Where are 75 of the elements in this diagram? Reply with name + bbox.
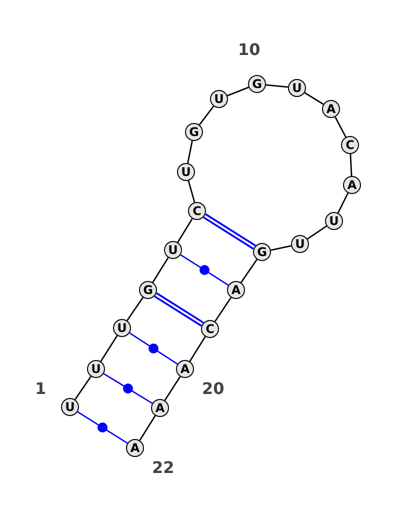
- position-number: 1: [35, 381, 46, 397]
- base-letter: G: [189, 126, 199, 138]
- backbone-line: [270, 245, 292, 251]
- base-letter: A: [231, 284, 241, 296]
- backbone-line: [227, 86, 249, 96]
- backbone-line: [100, 335, 118, 362]
- nucleotide-circle: [248, 75, 266, 93]
- backbone-line: [189, 336, 206, 362]
- nucleotide-circle: [139, 281, 157, 299]
- base-letter: C: [346, 139, 354, 151]
- nucleotide-circle: [227, 281, 245, 299]
- position-number: 20: [202, 381, 224, 397]
- base-letter: C: [206, 323, 214, 335]
- base-letter: A: [347, 179, 357, 191]
- base-letter: A: [130, 442, 140, 454]
- nucleotide-circle: [61, 398, 79, 416]
- nucleotide-circle: [341, 136, 359, 154]
- base-letter: U: [65, 401, 75, 413]
- base-letter: U: [292, 82, 302, 94]
- nucleotide-circle: [343, 176, 361, 194]
- base-letter: A: [180, 363, 190, 375]
- nucleotide-circle: [177, 163, 195, 181]
- nucleotide-circle: [291, 235, 309, 253]
- nucleotide-circle: [126, 439, 144, 457]
- nucleotide-circle: [176, 360, 194, 378]
- base-letter: U: [168, 244, 178, 256]
- position-number: 22: [152, 460, 174, 476]
- base-letter: C: [192, 205, 202, 217]
- nucleotide-circle: [322, 100, 340, 118]
- backbone-line: [304, 92, 324, 105]
- nucleotide-circle: [151, 399, 169, 417]
- nucleotide-circle: [210, 90, 228, 108]
- nucleotide-circle: [201, 320, 219, 338]
- base-letter: U: [295, 238, 305, 250]
- nucleotide-circle: [188, 202, 206, 220]
- nucleotide-circle: [185, 123, 203, 141]
- nucleotide-circle: [87, 360, 105, 378]
- base-letter: U: [329, 215, 339, 227]
- nucleotide-circle: [253, 243, 271, 261]
- backbone-line: [240, 259, 258, 283]
- base-letter: U: [181, 166, 191, 178]
- base-pair-line: [103, 373, 153, 404]
- backbone-line: [139, 415, 156, 441]
- backbone-line: [177, 218, 193, 243]
- backbone-line: [126, 297, 144, 321]
- base-letter: A: [326, 103, 336, 115]
- backbone-line: [214, 297, 232, 322]
- backbone-line: [337, 192, 349, 214]
- base-letter: G: [252, 78, 262, 90]
- base-letter: U: [214, 93, 224, 105]
- base-pair-line: [154, 292, 204, 327]
- base-letter: G: [257, 246, 267, 258]
- backbone-line: [334, 116, 346, 138]
- backbone-line: [350, 154, 352, 176]
- base-letter: U: [117, 322, 127, 334]
- backbone-line: [198, 106, 214, 126]
- position-number: 10: [238, 42, 260, 58]
- nucleotide-circle: [325, 212, 343, 230]
- base-pair-line: [180, 254, 229, 286]
- backbone-line: [74, 376, 92, 400]
- backbone-line: [164, 376, 181, 401]
- base-pair-line: [77, 411, 128, 444]
- backbone-line: [307, 225, 327, 240]
- backbone-line: [266, 84, 288, 88]
- nucleotide-circle: [113, 319, 131, 337]
- base-pair-line: [203, 213, 256, 250]
- base-letter: A: [155, 402, 165, 414]
- base-letter: U: [91, 363, 101, 375]
- nucleotide-circle: [164, 241, 182, 259]
- backbone-line: [188, 180, 196, 203]
- base-letter: G: [143, 284, 153, 296]
- nucleotide-circle: [288, 79, 306, 97]
- backbone-line: [187, 140, 193, 164]
- backbone-line: [152, 257, 169, 283]
- base-pair-line: [129, 332, 178, 365]
